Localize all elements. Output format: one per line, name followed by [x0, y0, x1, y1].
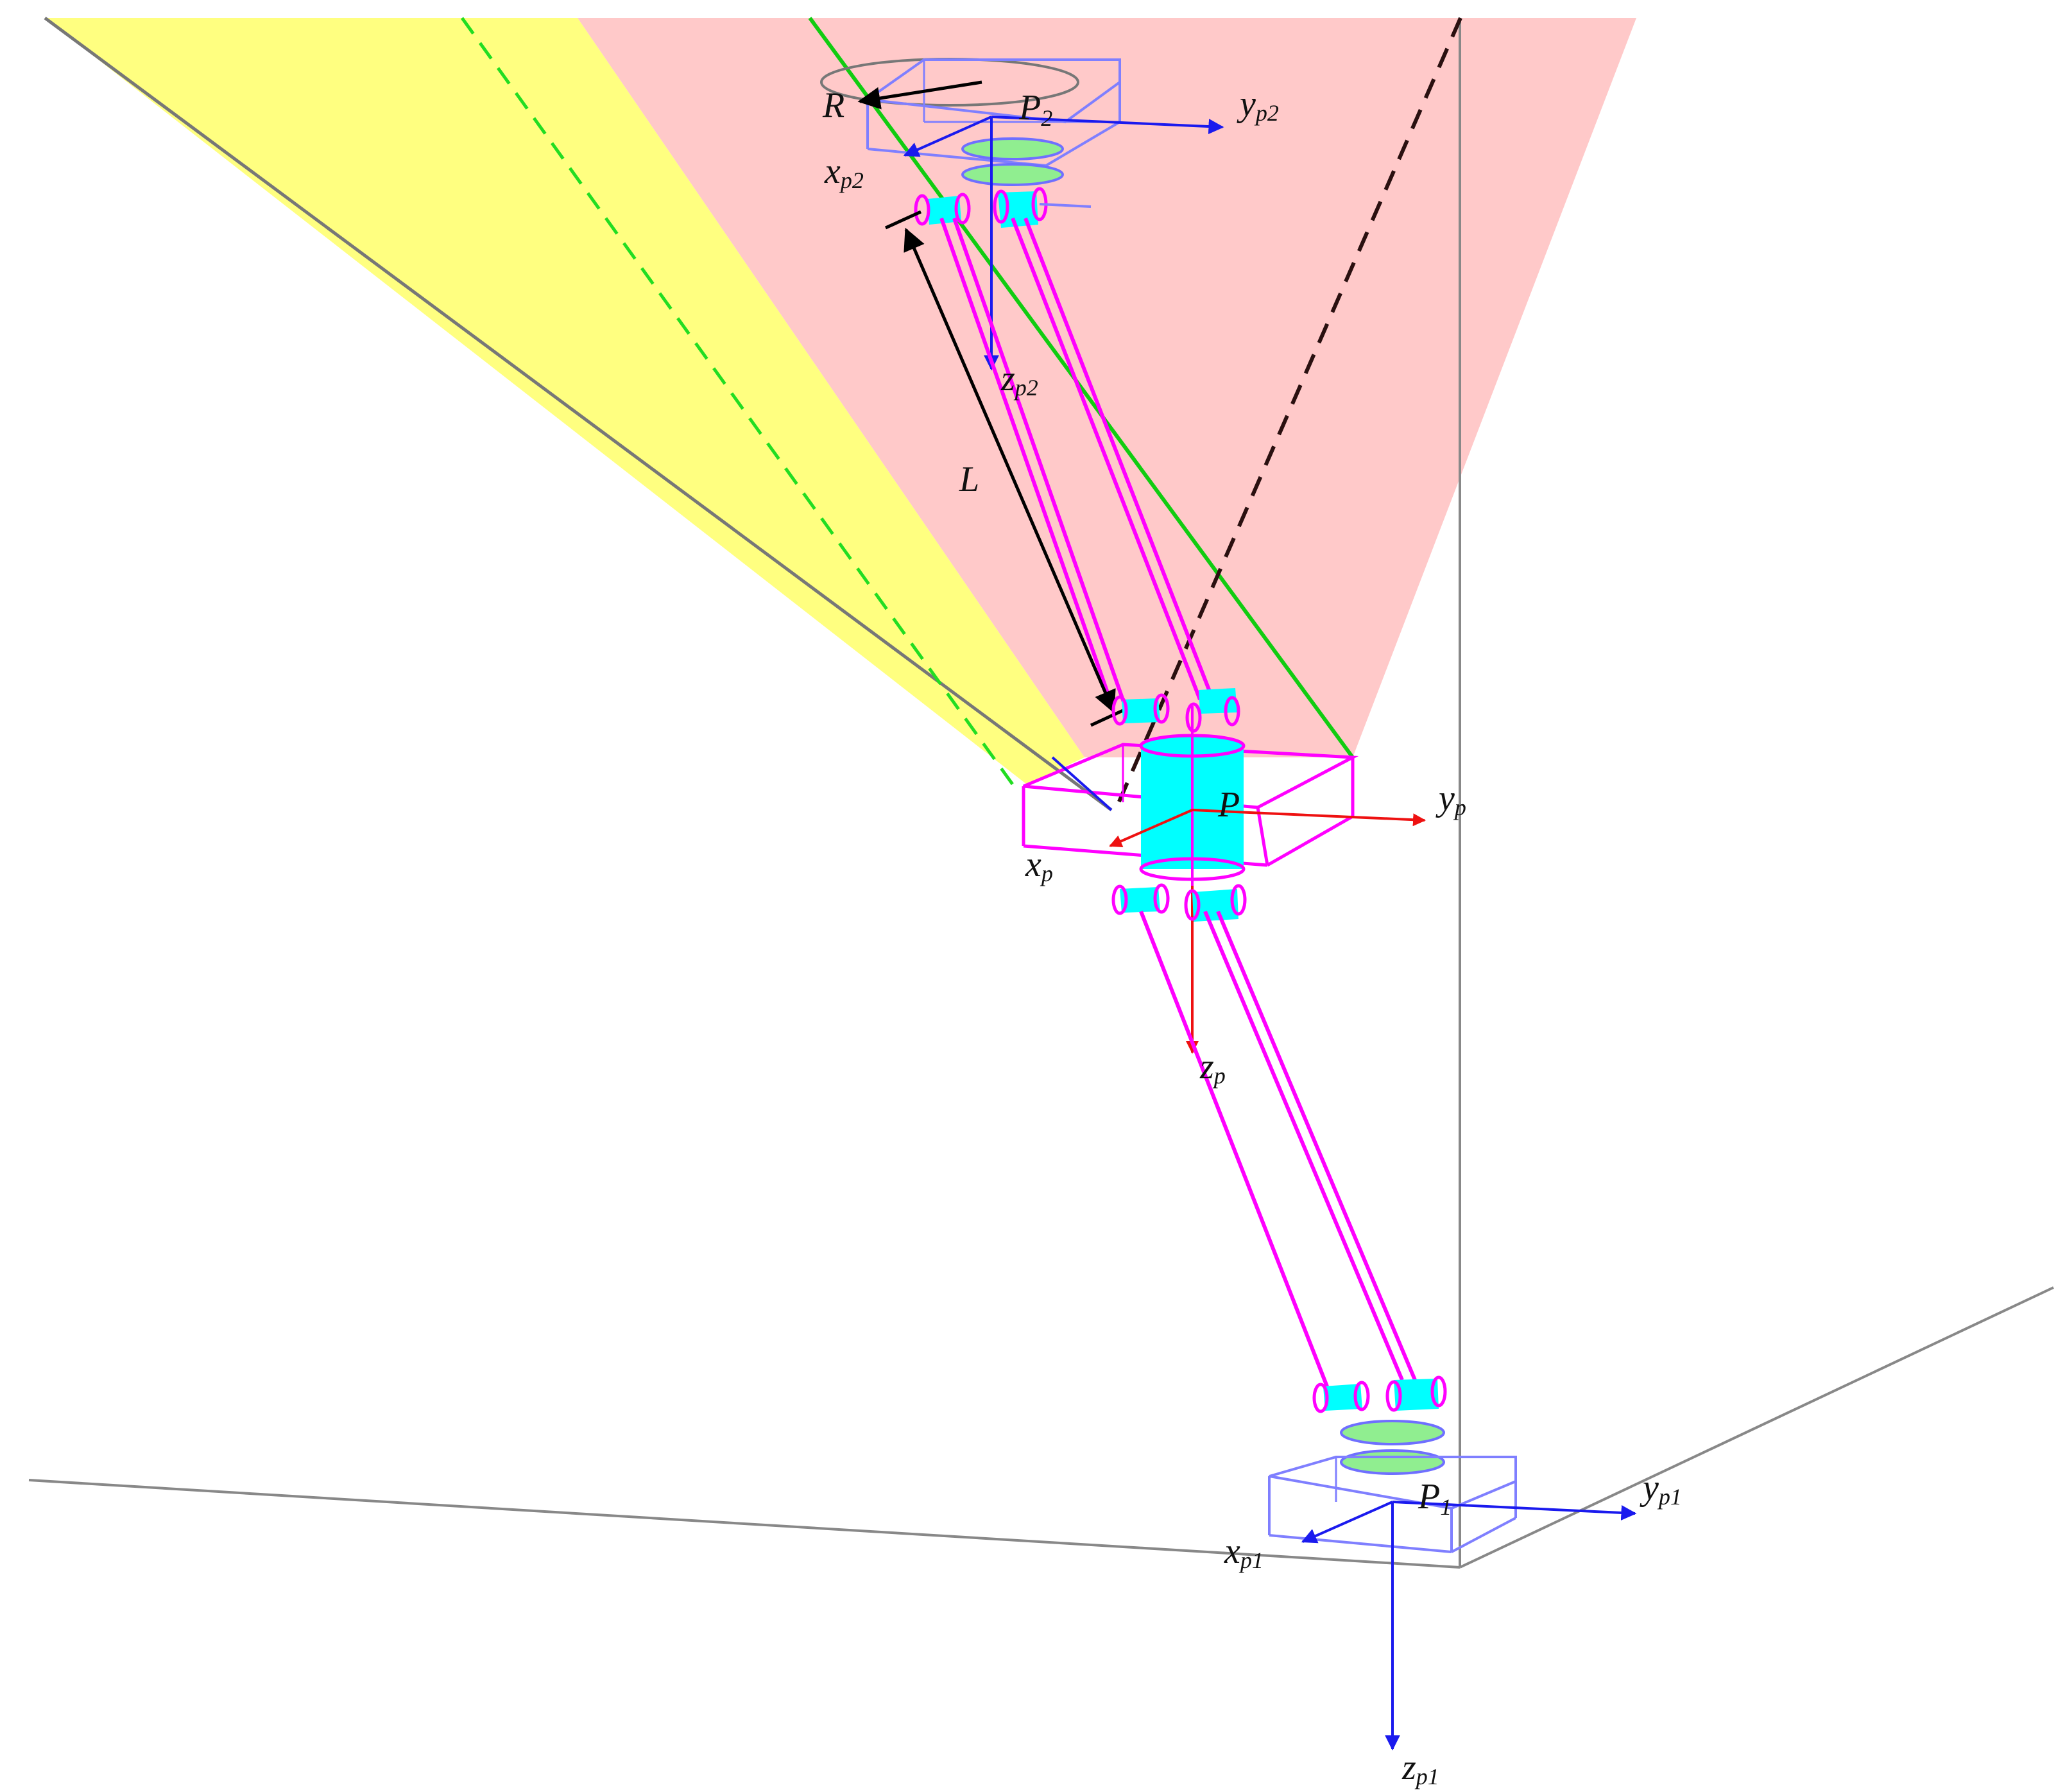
moving-platform [1022, 688, 1426, 1054]
label-xp1: xp1 [1224, 1531, 1264, 1573]
xp2-axis [903, 116, 992, 157]
label-xp2: xp2 [824, 151, 864, 193]
lower-box-edge [1269, 1534, 1452, 1553]
label-L: L [959, 460, 979, 499]
yp2-axis [991, 116, 1224, 135]
upper-box-edge [867, 148, 1047, 167]
grey-to-platform [1051, 756, 1113, 811]
upper-joint-left [914, 193, 971, 226]
moving-top-joint-right [1185, 688, 1240, 733]
upper-green-disks [961, 137, 1064, 186]
floor-left-line [28, 1479, 1461, 1569]
label-P1: P1 [1418, 1477, 1452, 1520]
radius-arrow [857, 80, 982, 110]
lower-green-disks [1340, 1420, 1445, 1475]
moving-box-edge [1266, 814, 1354, 867]
lower-joint-left [1312, 1381, 1370, 1413]
label-zp: zp [1199, 1047, 1226, 1089]
label-P: P [1217, 785, 1240, 825]
upper-joint-right [993, 187, 1092, 228]
label-yp2: yp2 [1237, 84, 1279, 126]
label-zp1: zp1 [1401, 1748, 1439, 1789]
moving-bottom-joint-right [1184, 884, 1247, 922]
moving-top-joint-left [1111, 693, 1170, 726]
moving-box-edge [1256, 807, 1269, 866]
moving-bottom-joint-left [1111, 883, 1170, 915]
black-dashed-line [1115, 17, 1462, 809]
label-yp: yp [1435, 779, 1466, 820]
upper-platform-p2 [820, 58, 1224, 371]
label-yp1: yp1 [1640, 1468, 1682, 1510]
lower-box-edge [1451, 1517, 1516, 1553]
labels: R P2 yp2 xp2 zp2 L P yp xp zp P1 yp1 xp1… [822, 84, 1682, 1789]
label-P2: P2 [1018, 88, 1052, 131]
floor-right-line [1459, 1286, 2054, 1569]
label-R: R [822, 85, 844, 125]
yp-axis [1192, 809, 1426, 827]
lower-joint-right [1385, 1375, 1447, 1412]
upper-box-edge [1045, 121, 1121, 167]
xp-axis [1109, 809, 1193, 847]
lower-platform-p1 [1268, 1375, 1637, 1751]
xp1-axis [1301, 1501, 1393, 1544]
label-zp2: zp2 [1000, 359, 1038, 401]
yp1-axis [1392, 1501, 1637, 1521]
lower-links [1139, 910, 1417, 1388]
label-xp: xp [1025, 845, 1053, 886]
